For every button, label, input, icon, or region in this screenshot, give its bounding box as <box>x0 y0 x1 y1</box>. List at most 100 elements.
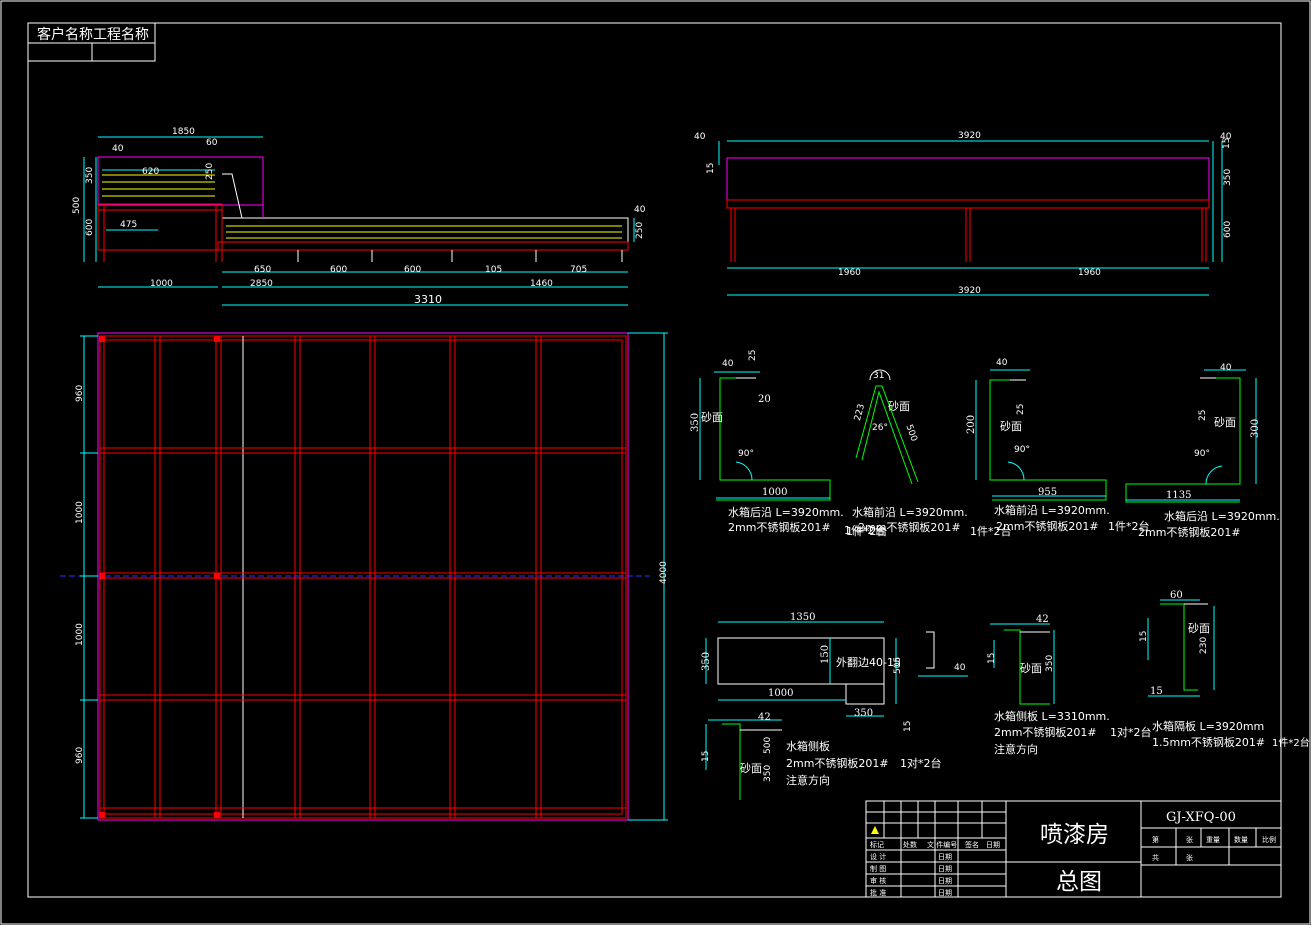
profile-4: 40 25 300 砂面 90° 1135 水箱后沿 L=3920mm. 2mm… <box>1108 363 1280 539</box>
front-dim-15-a: 15 <box>706 163 716 174</box>
side-dim-2850: 2850 <box>250 279 273 289</box>
profile-small-a: 42 15 砂面 500 350 水箱侧板 2mm不锈钢板201# 1对*2台 … <box>701 712 942 800</box>
small-c-qty: 1件*2台 <box>1272 736 1310 749</box>
tb-rev-header-2: 文 件编号 <box>927 840 957 849</box>
small-a-qty: 1对*2台 <box>900 756 942 770</box>
side-dim-40-a: 40 <box>112 144 124 154</box>
profile-3-dim-200: 200 <box>966 415 977 434</box>
side-panel: 1350 350 150 外翻边40-15 505 1000 350 15 40 <box>701 612 968 732</box>
profile-1-caption-1: 水箱后沿 L=3920mm. <box>728 505 844 519</box>
side-dim-40-b: 40 <box>634 205 646 215</box>
tb-role-draw: 制 图 <box>870 864 886 873</box>
side-dim-705: 705 <box>570 265 587 275</box>
side-dim-250-a: 250 <box>205 163 215 180</box>
side-dim-3310: 3310 <box>414 293 442 306</box>
profile-4-qty: 1件*2台 <box>1108 519 1150 533</box>
side-dim-500: 500 <box>72 197 82 214</box>
profile-2-qty: 1件*2台 <box>844 523 886 537</box>
small-b-caption-1: 水箱侧板 L=3310mm. <box>994 709 1110 723</box>
side-dim-250-b: 250 <box>635 222 645 239</box>
profile-1-dim-40: 40 <box>722 359 734 369</box>
profile-3-angle: 90° <box>1014 445 1030 455</box>
small-c-caption-2: 1.5mm不锈钢板201# <box>1152 735 1265 749</box>
side-dim-1000: 1000 <box>150 279 173 289</box>
side-panel-dim-350b: 350 <box>854 708 873 719</box>
tb-info-3: 数量 <box>1234 835 1248 844</box>
profile-3-face: 砂面 <box>1000 420 1022 433</box>
side-dim-620: 620 <box>142 167 159 177</box>
small-a-caption-2: 2mm不锈钢板201# <box>786 756 889 770</box>
profile-2-caption-1: 水箱前沿 L=3920mm. <box>852 505 968 519</box>
plan-dim-960-bottom: 960 <box>75 747 85 764</box>
profile-3-dim-40: 40 <box>996 358 1008 368</box>
title-block: 标记 处数 文 件编号 签名 日期 设 计 制 图 审 核 批 准 日期 日期 … <box>865 800 1282 898</box>
plan-view: 960 1000 1000 960 4000 <box>60 332 669 821</box>
small-b-caption-2: 2mm不锈钢板201# <box>994 725 1097 739</box>
profile-2-dim-223: 223 <box>853 403 867 422</box>
profile-1-dim-350: 350 <box>690 413 701 432</box>
profile-2-angle: 26° <box>872 423 888 433</box>
side-dim-475: 475 <box>120 220 137 230</box>
tb-info-4: 比例 <box>1262 835 1276 844</box>
small-a-dim-350: 350 <box>763 765 773 782</box>
profile-4-dim-25: 25 <box>1198 410 1208 421</box>
tb-role-design: 设 计 <box>870 852 886 861</box>
side-dim-1850: 1850 <box>172 127 195 137</box>
front-dim-1960-b: 1960 <box>1078 268 1101 278</box>
small-a-note: 注意方向 <box>786 773 830 787</box>
profile-4-dim-300: 300 <box>1250 419 1261 438</box>
front-dim-40-a: 40 <box>694 132 706 142</box>
front-elevation-view: 40 3920 40 15 15 350 600 1960 1960 3920 <box>694 131 1233 296</box>
tb-info-1: 张 <box>1186 835 1193 844</box>
profile-3-caption-1: 水箱前沿 L=3920mm. <box>994 503 1110 517</box>
side-dim-105: 105 <box>485 265 502 275</box>
profile-4-face: 砂面 <box>1214 416 1236 429</box>
small-a-face: 砂面 <box>740 762 762 775</box>
small-a-dim-42: 42 <box>758 712 771 723</box>
small-c-face: 砂面 <box>1188 622 1210 635</box>
small-c-dim-230: 230 <box>1199 637 1209 654</box>
small-a-dim-15: 15 <box>701 751 711 762</box>
small-c-dim-15-b: 15 <box>1150 686 1163 697</box>
tb-rev-header-3: 签名 <box>965 840 979 849</box>
tb-info2-1: 张 <box>1186 853 1193 862</box>
front-dim-1960-a: 1960 <box>838 268 861 278</box>
front-dim-600: 600 <box>1223 221 1233 238</box>
tb-rev-header-4: 日期 <box>986 841 1000 849</box>
side-panel-dim-1000: 1000 <box>768 688 793 699</box>
profile-3-dim-955: 955 <box>1038 487 1057 498</box>
side-panel-dim-505: 505 <box>893 657 903 674</box>
tb-role-review: 审 核 <box>870 876 886 885</box>
front-dim-350: 350 <box>1223 169 1233 186</box>
profile-4-dim-40: 40 <box>1220 363 1232 373</box>
profile-1-dim-25: 25 <box>748 350 758 361</box>
small-b-dim-42: 42 <box>1036 614 1049 625</box>
side-panel-dim-40: 40 <box>954 663 966 673</box>
sheet-inner-border <box>27 22 1282 898</box>
side-dim-600-a: 600 <box>330 265 347 275</box>
plan-dim-4000: 4000 <box>659 561 669 584</box>
tb-info2-0: 共 <box>1152 853 1159 862</box>
profile-3-dim-25: 25 <box>1016 404 1026 415</box>
profile-4-angle: 90° <box>1194 449 1210 459</box>
side-dim-350: 350 <box>85 167 95 184</box>
side-elevation-view: 1850 60 40 620 250 40 250 350 500 600 47… <box>72 127 646 306</box>
small-c-dim-15-a: 15 <box>1139 631 1149 642</box>
side-panel-dim-1350: 1350 <box>790 612 815 623</box>
side-dim-650: 650 <box>254 265 271 275</box>
side-panel-dim-350: 350 <box>701 652 712 671</box>
tb-date-4: 日期 <box>938 889 952 897</box>
small-b-dim-15: 15 <box>987 653 997 664</box>
profile-3: 40 25 200 砂面 90° 955 水箱前沿 L=3920mm. 2mm不… <box>966 358 1110 538</box>
front-dim-15-b: 15 <box>1222 138 1232 149</box>
profile-1-angle: 90° <box>738 449 754 459</box>
profile-4-dim-1135: 1135 <box>1166 490 1191 501</box>
profile-1-face: 砂面 <box>701 411 723 424</box>
tb-info-2: 重量 <box>1206 836 1220 844</box>
small-c-caption-1: 水箱隔板 L=3920mm <box>1152 719 1264 733</box>
tb-drawing-name-1: 喷漆房 <box>1040 822 1109 848</box>
tb-drawing-no: GJ-XFQ-00 <box>1166 810 1236 825</box>
plan-dim-1000-b: 1000 <box>75 623 85 646</box>
tb-date-2: 日期 <box>938 865 952 873</box>
